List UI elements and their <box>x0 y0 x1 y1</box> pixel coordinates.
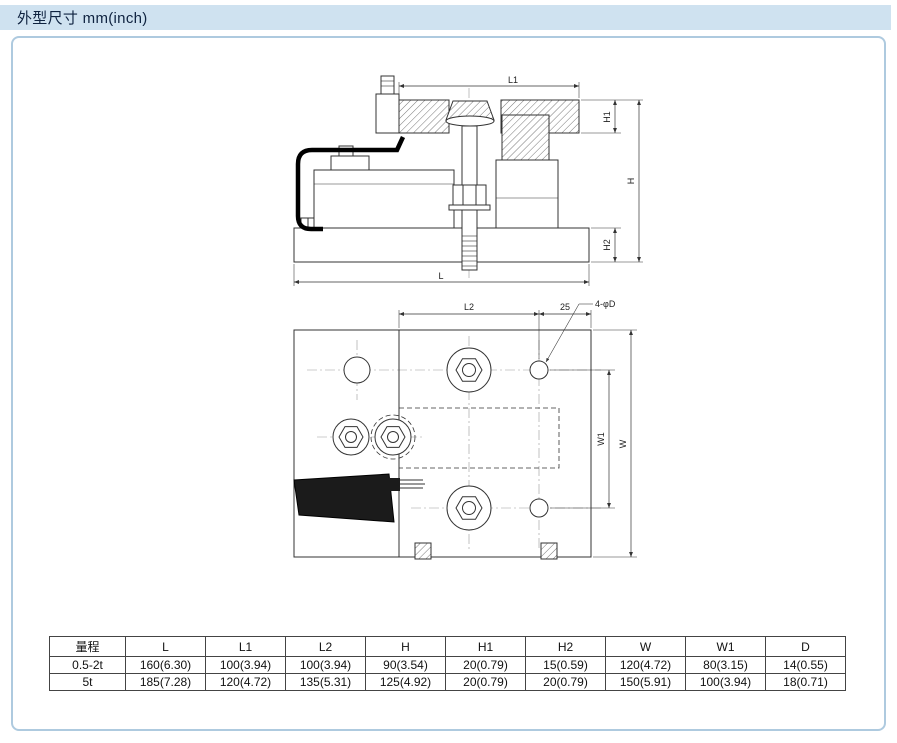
dimension-table: 量程 L L1 L2 H H1 H2 W W1 D 0.5-2t 160(6.3… <box>49 636 846 691</box>
side-view-drawing: L1 H1 H H2 L <box>293 75 643 286</box>
dim-label-w1: W1 <box>596 432 606 446</box>
table-cell: 20(0.79) <box>445 656 526 674</box>
table-cell: 125(4.92) <box>365 673 446 691</box>
table-cell: 5t <box>49 673 126 691</box>
table-row: 0.5-2t 160(6.30) 100(3.94) 100(3.94) 90(… <box>49 656 846 674</box>
dim-label-h2: H2 <box>602 239 612 251</box>
dim-label-w: W <box>618 439 628 448</box>
dim-label-offset: 25 <box>560 302 570 312</box>
plan-view-drawing: L2 25 4-φD W1 W <box>293 299 637 560</box>
section-title: 外型尺寸 mm(inch) <box>17 10 148 27</box>
table-cell: 100(3.94) <box>285 656 366 674</box>
table-cell: 185(7.28) <box>125 673 206 691</box>
table-cell: 80(3.15) <box>685 656 766 674</box>
table-header-l: L <box>125 636 206 657</box>
table-header-h: H <box>365 636 446 657</box>
table-header-h1: H1 <box>445 636 526 657</box>
table-cell: 20(0.79) <box>525 673 606 691</box>
table-cell: 0.5-2t <box>49 656 126 674</box>
table-row: 5t 185(7.28) 120(4.72) 135(5.31) 125(4.9… <box>49 673 846 691</box>
table-header-w1: W1 <box>685 636 766 657</box>
section-header: 外型尺寸 mm(inch) <box>0 5 891 30</box>
table-cell: 120(4.72) <box>605 656 686 674</box>
table-header-h2: H2 <box>525 636 606 657</box>
table-cell: 100(3.94) <box>685 673 766 691</box>
table-header-w: W <box>605 636 686 657</box>
dim-label-l2: L2 <box>464 302 474 312</box>
table-cell: 18(0.71) <box>765 673 846 691</box>
table-header-d: D <box>765 636 846 657</box>
table-cell: 15(0.59) <box>525 656 606 674</box>
table-cell: 20(0.79) <box>445 673 526 691</box>
dim-label-l: L <box>438 271 443 281</box>
table-cell: 14(0.55) <box>765 656 846 674</box>
table-header-l2: L2 <box>285 636 366 657</box>
table-header-range: 量程 <box>49 636 126 657</box>
table-cell: 120(4.72) <box>205 673 286 691</box>
table-cell: 160(6.30) <box>125 656 206 674</box>
table-cell: 90(3.54) <box>365 656 446 674</box>
table-cell: 135(5.31) <box>285 673 366 691</box>
dimension-drawing: L1 H1 H H2 L <box>293 75 643 560</box>
table-header-row: 量程 L L1 L2 H H1 H2 W W1 D <box>49 636 846 657</box>
table-header-l1: L1 <box>205 636 286 657</box>
table-cell: 150(5.91) <box>605 673 686 691</box>
dim-label-h: H <box>626 178 636 185</box>
dim-label-l1: L1 <box>508 75 518 85</box>
content-frame: L1 H1 H H2 L <box>11 36 886 731</box>
table-cell: 100(3.94) <box>205 656 286 674</box>
dim-label-h1: H1 <box>602 111 612 123</box>
hole-callout-label: 4-φD <box>595 299 616 309</box>
